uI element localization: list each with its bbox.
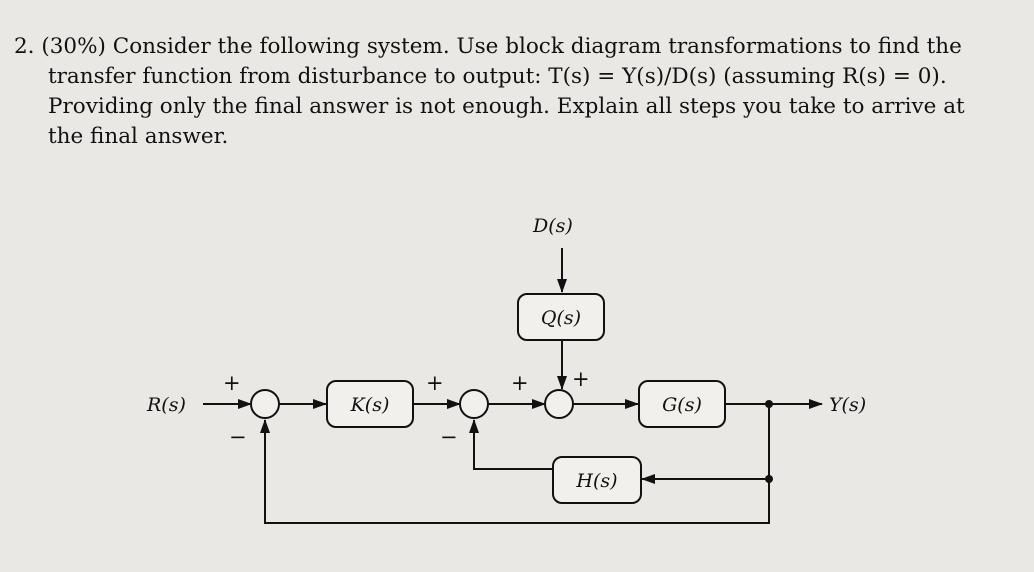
- summing-junction-2: [459, 389, 489, 419]
- output-label: Y(s): [829, 394, 866, 416]
- block-h: H(s): [552, 456, 642, 504]
- summing-junction-1: [250, 389, 280, 419]
- problem-statement: 2. (30%) Consider the following system. …: [14, 32, 1014, 152]
- sum3-disturbance-sign: +: [572, 367, 590, 391]
- branch-point-dot: [765, 475, 773, 483]
- signal-lines: [203, 248, 823, 524]
- block-q-label: Q(s): [541, 307, 581, 329]
- disturbance-label: D(s): [532, 215, 573, 237]
- problem-line-4: the final answer.: [48, 124, 229, 149]
- block-q: Q(s): [517, 293, 605, 341]
- sum1-feedback-sign: −: [229, 425, 247, 449]
- sum2-input-sign: +: [426, 371, 444, 395]
- input-label: R(s): [146, 394, 186, 416]
- summing-junction-3: [544, 389, 574, 419]
- block-h-label: H(s): [575, 470, 617, 492]
- sum2-feedback-sign: −: [440, 425, 458, 449]
- block-g: G(s): [638, 380, 726, 428]
- outer-feedback-arrow: [260, 419, 770, 524]
- problem-line-1: 2. (30%) Consider the following system. …: [14, 34, 962, 59]
- h-to-sum2-arrow: [469, 419, 553, 470]
- sum1-input-sign: +: [223, 371, 241, 395]
- problem-line-2: transfer function from disturbance to ou…: [48, 64, 947, 89]
- block-k-label: K(s): [350, 394, 390, 416]
- block-k: K(s): [326, 380, 414, 428]
- sum3-input-sign: +: [511, 371, 529, 395]
- block-g-label: G(s): [662, 394, 702, 416]
- takeoff-point-dot: [765, 400, 773, 408]
- problem-line-3: Providing only the final answer is not e…: [48, 94, 965, 119]
